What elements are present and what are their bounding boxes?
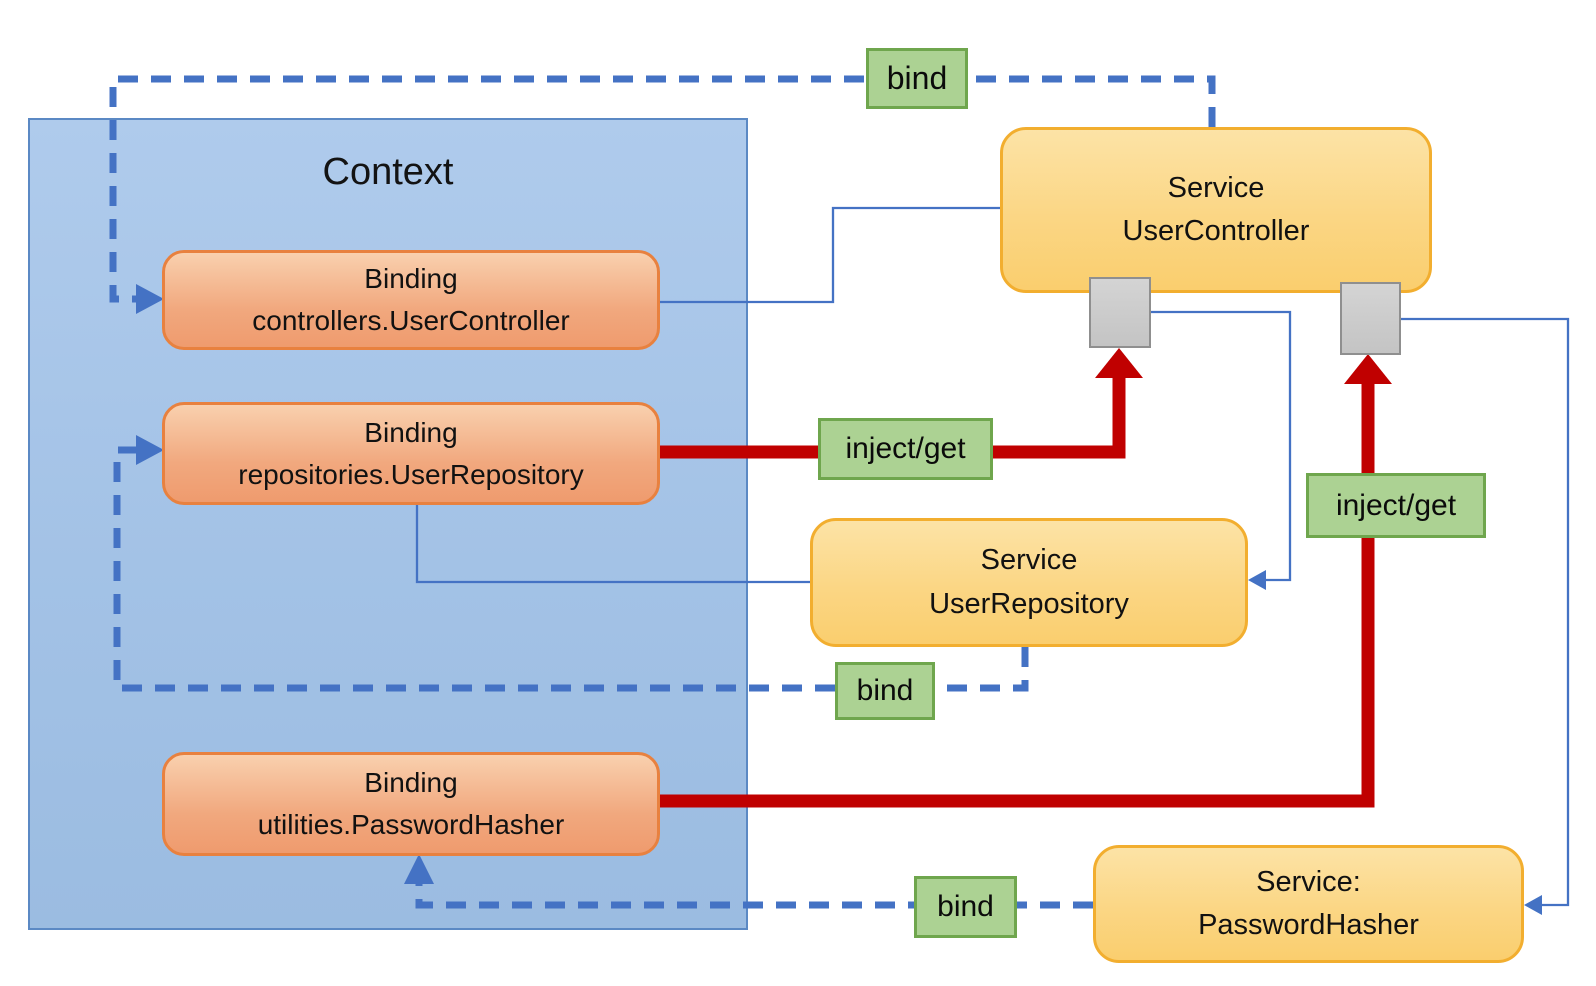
link-slot2-to-service-passwordhasher bbox=[1401, 317, 1570, 907]
service-userrepository-box: Service UserRepository bbox=[810, 518, 1248, 647]
service-passwordhasher-type: Service: bbox=[1256, 865, 1361, 898]
binding-passwordhasher-type: Binding bbox=[364, 767, 458, 798]
service-passwordhasher-box: Service: PasswordHasher bbox=[1093, 845, 1524, 963]
bind-label-bottom: bind bbox=[914, 876, 1017, 938]
injection-slot-userrepository bbox=[1089, 277, 1151, 348]
inject-arrowhead-passwordhasher bbox=[1344, 354, 1392, 384]
service-userrepository-name: UserRepository bbox=[929, 587, 1129, 620]
context-title: Context bbox=[322, 151, 454, 193]
link-arrowhead-userrepository bbox=[1248, 570, 1266, 590]
link-arrowhead-passwordhasher bbox=[1524, 895, 1542, 915]
service-usercontroller-box: Service UserController bbox=[1000, 127, 1432, 293]
inject-arrowhead-userrepository bbox=[1095, 348, 1143, 378]
binding-userrepository-box: Binding repositories.UserRepository bbox=[162, 402, 660, 505]
binding-usercontroller-type: Binding bbox=[364, 263, 458, 294]
service-usercontroller-name: UserController bbox=[1122, 215, 1310, 247]
binding-usercontroller-box: Binding controllers.UserController bbox=[162, 250, 660, 350]
bind-label-top: bind bbox=[866, 48, 968, 109]
binding-usercontroller-key: controllers.UserController bbox=[252, 305, 570, 336]
binding-userrepository-type: Binding bbox=[364, 416, 458, 448]
service-usercontroller-type: Service bbox=[1167, 171, 1265, 204]
binding-passwordhasher-key: utilities.PasswordHasher bbox=[257, 809, 565, 840]
bind-label-middle: bind bbox=[835, 662, 935, 720]
binding-userrepository-key: repositories.UserRepository bbox=[238, 458, 584, 490]
inject-get-label-right: inject/get bbox=[1306, 473, 1486, 538]
service-userrepository-type: Service bbox=[980, 544, 1078, 576]
injection-slot-passwordhasher bbox=[1340, 282, 1401, 355]
binding-passwordhasher-box: Binding utilities.PasswordHasher bbox=[162, 752, 660, 856]
service-passwordhasher-name: PasswordHasher bbox=[1198, 909, 1419, 941]
inject-get-label-left: inject/get bbox=[818, 418, 993, 480]
